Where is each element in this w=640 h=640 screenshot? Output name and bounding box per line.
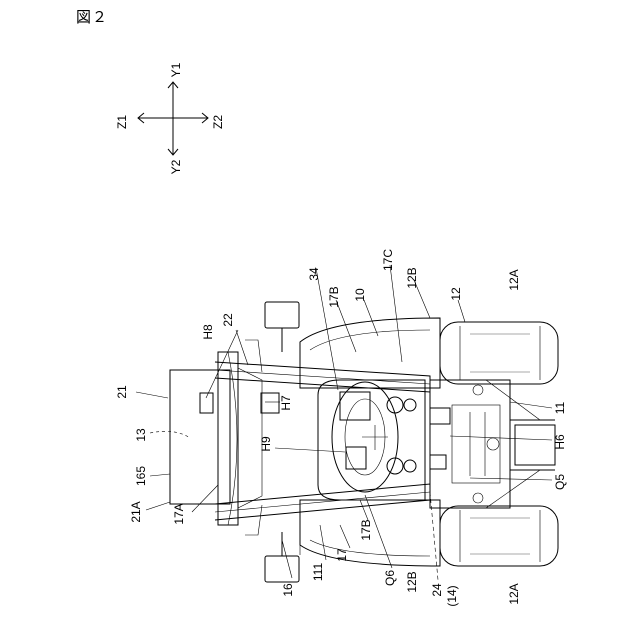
label-34: 34 [307,267,321,281]
label-17: 17 [335,548,349,562]
label-Q5: Q5 [553,474,567,490]
label-12A-bottom: 12A [507,583,521,604]
direction-up-label: Y1 [169,62,183,77]
label-21A: 21A [129,501,143,522]
wheel-bottom [440,506,558,566]
label-17C: 17C [381,249,395,271]
dashed-line-24 [430,492,438,580]
direction-right-label: Z2 [211,115,225,129]
label-12: 12 [449,287,463,301]
direction-down-label: Y2 [169,159,183,174]
label-22: 22 [221,313,235,327]
mirror-top [265,302,299,352]
label-17B-top: 17B [327,286,341,307]
wheel-top [440,322,558,384]
label-14: (14) [445,585,459,606]
label-13: 13 [134,428,148,442]
label-12A-top: 12A [507,269,521,290]
label-H6: H6 [553,434,567,450]
label-H8: H8 [201,324,215,340]
label-16: 16 [281,583,295,597]
label-10: 10 [353,288,367,302]
label-12B-top: 12B [405,267,419,288]
front-attachment [218,340,262,535]
label-21: 21 [115,385,129,399]
direction-left-label: Z1 [115,115,129,129]
label-12B-bottom: 12B [405,571,419,592]
label-111: 111 [311,563,325,582]
label-Q6: Q6 [383,570,397,586]
label-H9: H9 [259,436,273,452]
direction-compass: Y1 Y2 Z1 Z2 [115,62,225,174]
label-17B-bottom: 17B [359,519,373,540]
label-11: 11 [553,401,567,414]
label-H7: H7 [279,395,293,411]
label-165: 165 [134,466,148,486]
label-24: 24 [430,583,444,597]
mirror-bottom [265,532,299,582]
rear-frame [430,380,555,508]
label-17A: 17A [172,503,186,524]
